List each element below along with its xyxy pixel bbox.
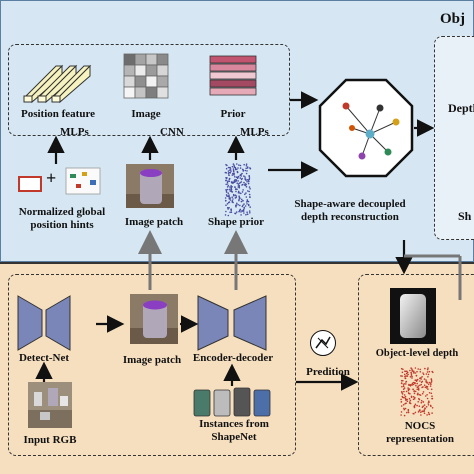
panel-title: Obj [440,11,466,27]
position-hints-icon [65,167,101,195]
mlps-left-label: MLPs [60,126,89,138]
reconstruction-label-2: depth reconstruction [301,211,399,223]
hints-label-2: position hints [30,219,94,231]
reconstruction-label-1: Shape-aware decoupled [294,198,406,210]
shape-prior-pointcloud-icon [224,163,252,217]
hints-label-1: Normalized global [18,206,106,218]
instances-label-2: ShapeNet [211,431,257,443]
depth-output-box [434,36,474,240]
shape-label-partial: Sh [458,209,472,223]
mlps-right-label: MLPs [240,126,269,138]
prior-stack-icon [209,55,257,96]
shape-prior-label: Shape prior [208,216,264,228]
detect-net-label: Detect-Net [18,352,70,364]
plus-icon: + [46,168,57,188]
output-box [358,274,474,456]
bounding-box-icon [18,176,42,192]
input-rgb-icon [28,382,72,428]
image-patch-top-icon [126,164,174,208]
image-label: Image [131,108,161,120]
instances-label-1: Instances from [199,418,269,430]
detect-net-icon [17,295,71,351]
depth-label-partial: Depth [448,101,474,115]
feature-extraction-box [8,44,290,136]
nocs-label-1: NOCS [404,420,436,432]
position-feature-label: Position feature [20,108,96,120]
nocs-pointcloud-icon [400,367,434,417]
image-patch-bottom-label: Image patch [122,354,182,366]
position-feature-bars-icon [23,64,92,104]
input-rgb-label: Input RGB [23,434,77,446]
image-patch-top-label: Image patch [124,216,184,228]
shapenet-instances-icon [193,387,271,417]
image-grid-icon [123,53,169,99]
nocs-label-2: representation [385,433,455,445]
encoder-decoder-label: Encoder-decoder [192,352,274,364]
object-depth-map-icon [390,288,436,344]
graph-reconstruction-icon [318,78,414,178]
prediction-icon [310,330,336,356]
prediction-label: Predition [306,366,350,378]
encoder-decoder-icon [197,295,267,351]
detection-box [8,274,296,456]
image-patch-bottom-icon [130,294,178,344]
prior-label: Prior [220,108,246,120]
cnn-label: CNN [160,126,184,138]
object-depth-label: Object-level depth [375,348,459,359]
